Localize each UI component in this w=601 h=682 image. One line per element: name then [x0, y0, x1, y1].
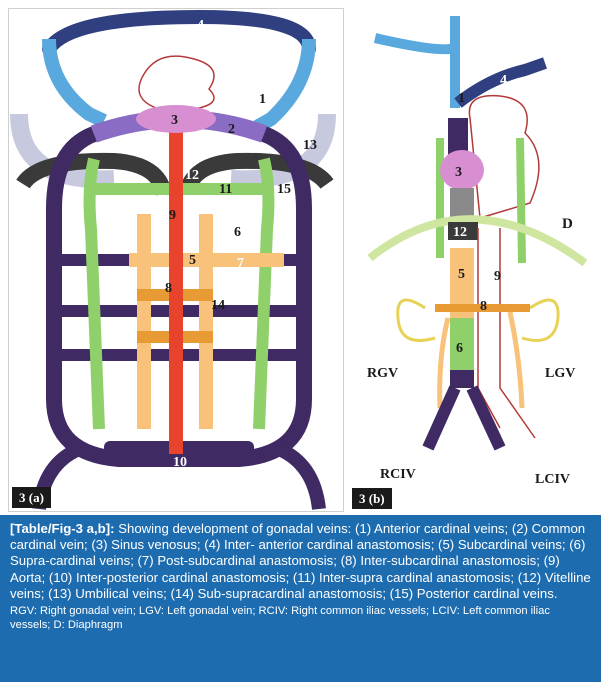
supracardinal-left [83, 157, 105, 430]
subcardinal-right [199, 214, 213, 429]
heart-outline [138, 55, 215, 110]
ivc-lower [450, 370, 474, 388]
panel-a: 4 1 3 2 13 12 11 15 9 6 5 7 8 14 10 3 (a… [8, 8, 344, 512]
diaphragm [367, 215, 588, 267]
label-14: 14 [211, 298, 225, 313]
left-common-iliac [466, 385, 506, 451]
anterior-cardinal-right [253, 38, 316, 134]
label-2: 2 [228, 122, 235, 137]
label-15: 15 [277, 182, 291, 197]
vitelline-arch-right [179, 152, 334, 196]
supracardinal-b-right [516, 137, 526, 264]
b-label-5: 5 [458, 267, 465, 282]
panel-b-diagram: 1 4 3 12 D 5 9 8 6 RGV LGV RCIV LCIV [367, 13, 588, 487]
panel-b-tag: 3 (b) [352, 488, 392, 509]
left-gonadal-vein [507, 311, 525, 409]
left-anterior-white [504, 13, 560, 68]
panel-a-tag: 3 (a) [12, 487, 51, 508]
b-label-8: 8 [480, 299, 487, 314]
b-label-RGV: RGV [367, 366, 398, 381]
label-1: 1 [259, 92, 266, 107]
b-label-D: D [562, 216, 573, 232]
sinus-venosus-b [440, 150, 484, 190]
right-common-iliac [422, 385, 461, 451]
caption-abbreviations: RGV: Right gonadal vein; LGV: Left gonad… [10, 605, 550, 632]
label-6: 6 [234, 225, 241, 240]
label-7: 7 [237, 256, 244, 271]
right-gonadal-vein [437, 317, 451, 409]
panel-b: 1 4 3 12 D 5 9 8 6 RGV LGV RCIV LCIV 3 (… [350, 8, 593, 512]
heart-outline-b [468, 94, 540, 219]
label-3: 3 [171, 113, 178, 128]
sinus-venosus [136, 105, 216, 133]
caption-lead: [Table/Fig-3 a,b]: [10, 521, 115, 536]
caption-main-text: [Table/Fig-3 a,b]: Showing development o… [10, 521, 593, 602]
b-label-4: 4 [500, 73, 507, 88]
b-label-3: 3 [455, 165, 462, 180]
label-5: 5 [189, 253, 196, 268]
b-label-12: 12 [453, 225, 467, 240]
label-8: 8 [165, 281, 172, 296]
b-label-9: 9 [494, 269, 501, 284]
b-label-1: 1 [458, 91, 465, 106]
label-11: 11 [219, 182, 232, 197]
vitelline-arch-left [16, 152, 172, 196]
b-label-LCIV: LCIV [535, 472, 570, 487]
figure-caption: [Table/Fig-3 a,b]: Showing development o… [0, 515, 601, 682]
ivc-supracardinal [450, 318, 474, 370]
label-13: 13 [303, 138, 317, 153]
anterior-cardinal-left [42, 38, 107, 128]
inter-anterior-b [454, 57, 547, 108]
subcardinal-left [137, 214, 151, 429]
anterior-veins-right [373, 16, 460, 108]
supracardinal-right [253, 157, 275, 430]
panel-a-diagram: 4 1 3 2 13 12 11 15 9 6 5 7 8 14 10 [10, 9, 336, 510]
vitelline-cap [448, 222, 478, 240]
renal-crossbar [435, 304, 530, 312]
inter-anterior-anastomosis [42, 9, 316, 56]
b-label-RCIV: RCIV [380, 467, 416, 482]
post-subcardinal-anastomosis [129, 253, 284, 267]
kidney-right [396, 298, 436, 342]
caption-body: Showing development of gonadal veins: (1… [10, 521, 591, 601]
label-9: 9 [169, 208, 176, 223]
posterior-leg-right [275, 442, 326, 510]
b-label-6: 6 [456, 341, 463, 356]
label-12: 12 [185, 168, 199, 183]
b-label-LGV: LGV [545, 366, 575, 381]
kidney-left [521, 298, 560, 342]
label-10: 10 [173, 455, 187, 470]
label-4: 4 [197, 18, 204, 33]
aorta [169, 124, 183, 454]
figure: 4 1 3 2 13 12 11 15 9 6 5 7 8 14 10 3 (a… [8, 8, 593, 512]
